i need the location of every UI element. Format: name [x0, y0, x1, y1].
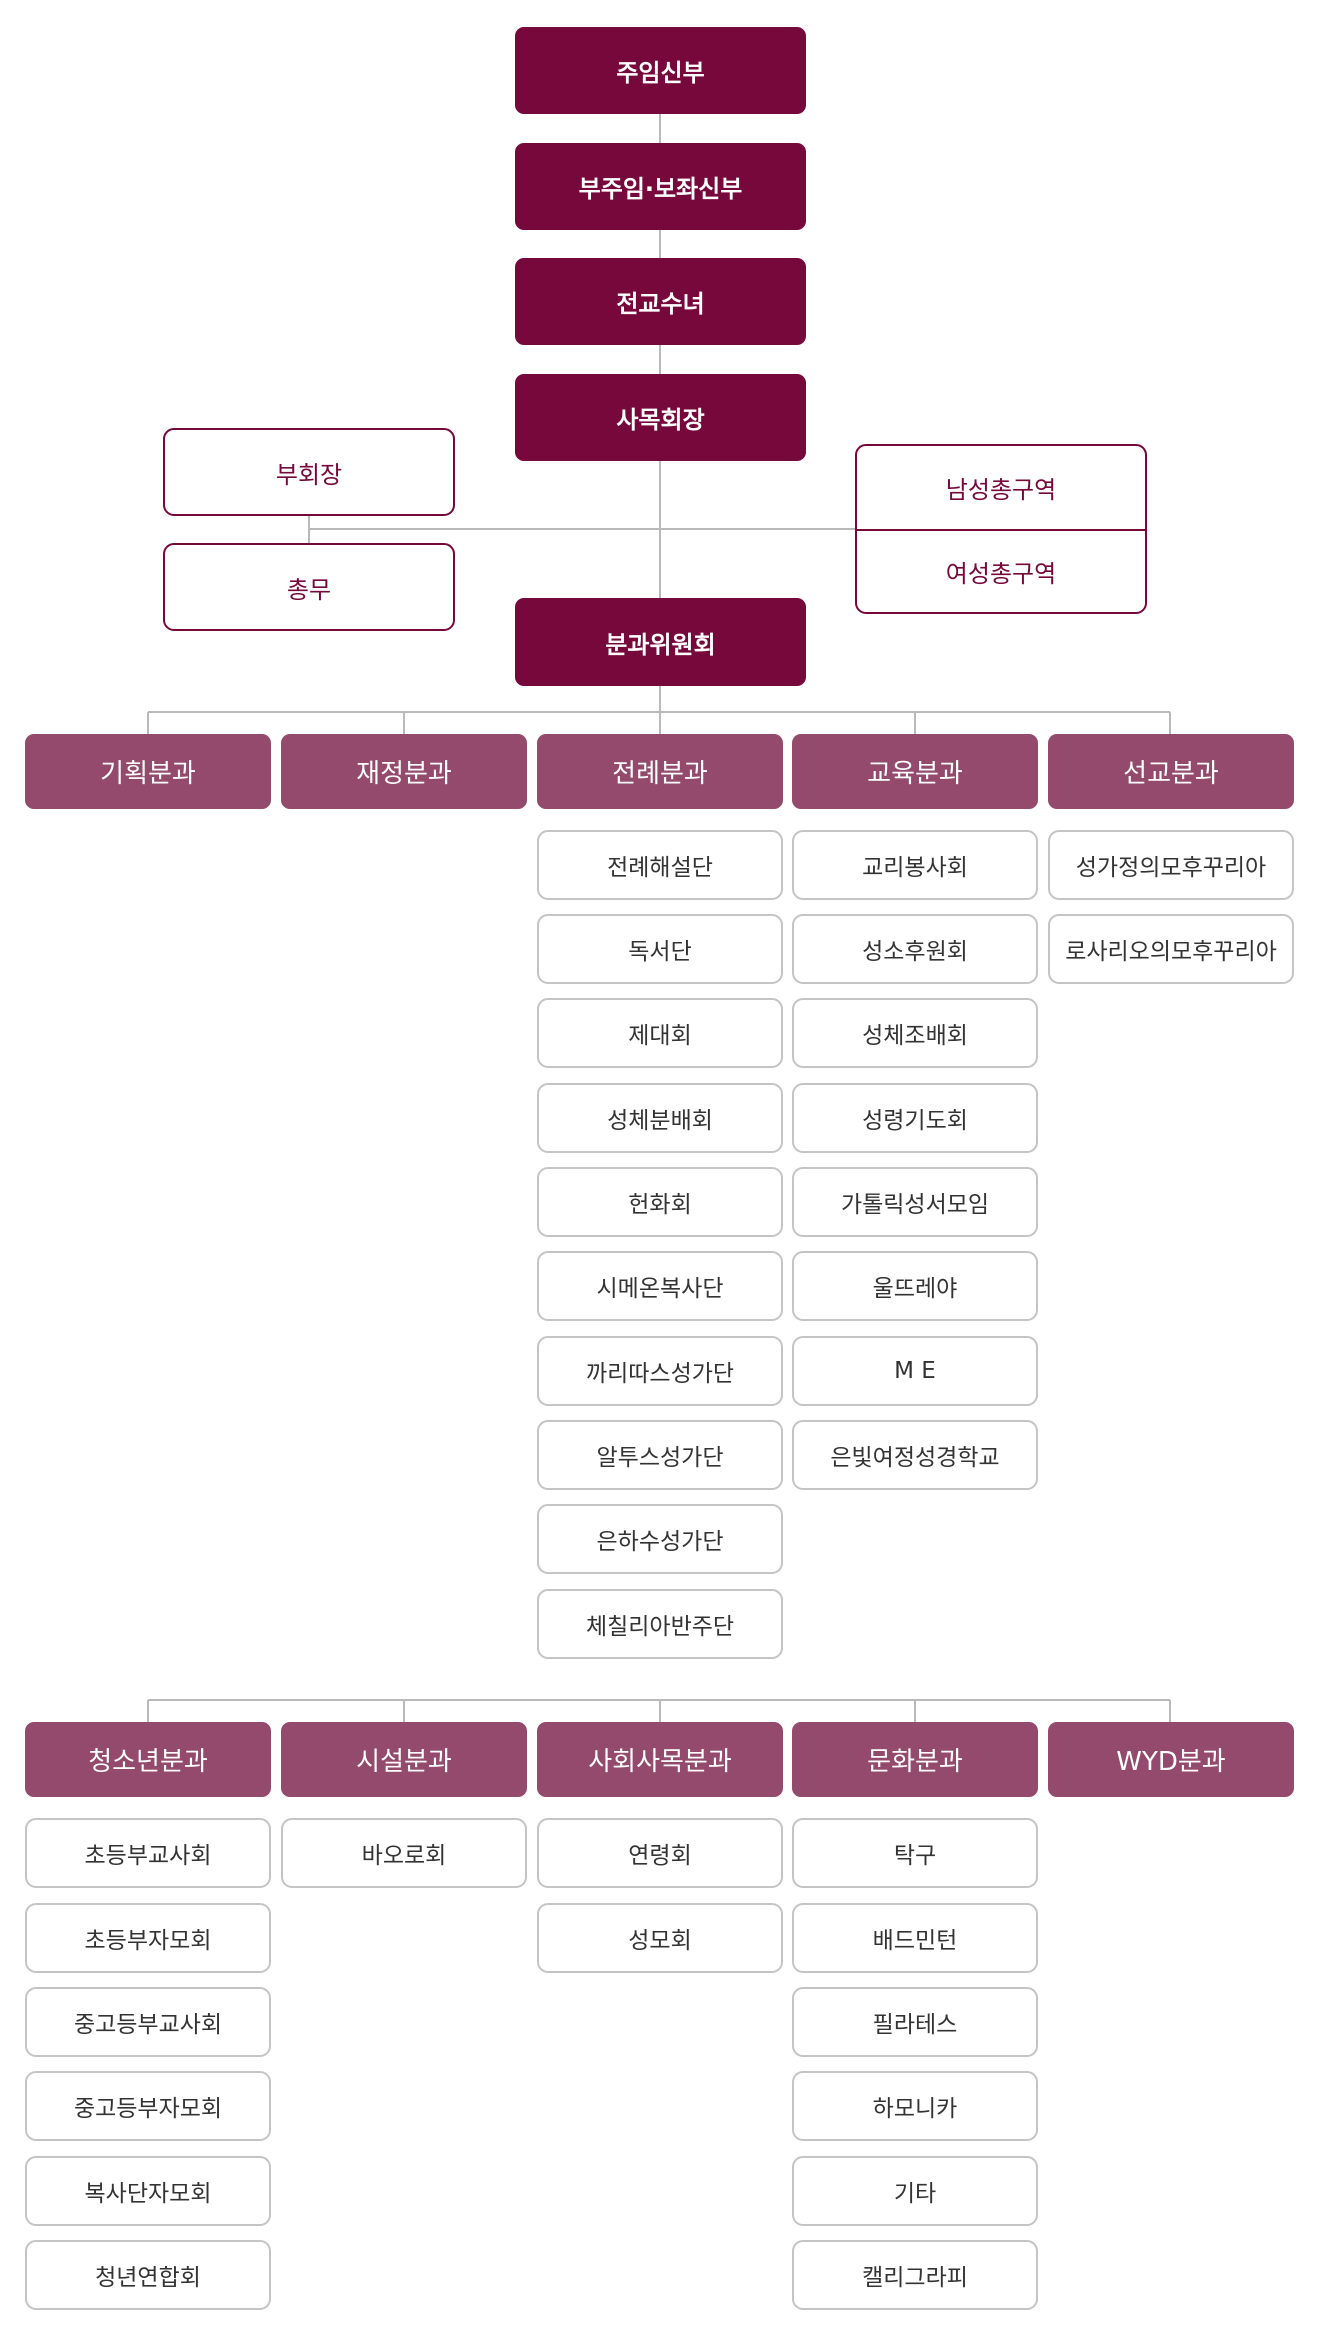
- sub-group-box: 성가정의모후꾸리아: [1048, 830, 1294, 900]
- dept-liturgy: 전례분과: [537, 734, 783, 809]
- sub-group-box: 은빛여정성경학교: [792, 1420, 1038, 1490]
- sub-group-box: 청년연합회: [25, 2240, 271, 2310]
- regions-divider: [857, 529, 1145, 531]
- sub-group-box: 가톨릭성서모임: [792, 1167, 1038, 1237]
- sub-group-box: 필라테스: [792, 1987, 1038, 2057]
- dept-wyd: WYD분과: [1048, 1722, 1294, 1797]
- sub-group-box: 기타: [792, 2156, 1038, 2226]
- dept-evangelization: 선교분과: [1048, 734, 1294, 809]
- sub-group-box: 초등부교사회: [25, 1818, 271, 1888]
- sub-group-box: 성모회: [537, 1903, 783, 1973]
- dept-social-ministry: 사회사목분과: [537, 1722, 783, 1797]
- sub-group-box: 바오로회: [281, 1818, 527, 1888]
- sub-group-box: 성소후원회: [792, 914, 1038, 984]
- leader-box-council-president: 사목회장: [515, 374, 806, 461]
- sub-group-box: 헌화회: [537, 1167, 783, 1237]
- dept-youth: 청소년분과: [25, 1722, 271, 1797]
- sub-group-box: 로사리오의모후꾸리아: [1048, 914, 1294, 984]
- sub-group-box: 중고등부교사회: [25, 1987, 271, 2057]
- regions-box: 남성총구역 여성총구역: [855, 444, 1147, 614]
- leader-box-pastor: 주임신부: [515, 27, 806, 114]
- dept-planning: 기획분과: [25, 734, 271, 809]
- women-region-label: 여성총구역: [945, 560, 1057, 588]
- sub-group-box: 성령기도회: [792, 1083, 1038, 1153]
- sub-group-box: 시메온복사단: [537, 1251, 783, 1321]
- sub-group-box: 배드민턴: [792, 1903, 1038, 1973]
- sub-group-box: 울뜨레야: [792, 1251, 1038, 1321]
- sub-group-box: 복사단자모회: [25, 2156, 271, 2226]
- sub-group-box: 알투스성가단: [537, 1420, 783, 1490]
- sub-group-box: 중고등부자모회: [25, 2071, 271, 2141]
- sub-group-box: 연령회: [537, 1818, 783, 1888]
- sub-group-box: 전례해설단: [537, 830, 783, 900]
- dept-culture: 문화분과: [792, 1722, 1038, 1797]
- vice-president-box: 부회장: [163, 428, 455, 516]
- sub-group-box: 성체조배회: [792, 998, 1038, 1068]
- men-region-label: 남성총구역: [945, 476, 1057, 504]
- sub-group-box: 탁구: [792, 1818, 1038, 1888]
- leader-box-assistant-priests: 부주임·보좌신부: [515, 143, 806, 230]
- sub-group-box: 하모니카: [792, 2071, 1038, 2141]
- secretary-box: 총무: [163, 543, 455, 631]
- sub-group-box: 성체분배회: [537, 1083, 783, 1153]
- sub-group-box: 제대회: [537, 998, 783, 1068]
- sub-group-box: 독서단: [537, 914, 783, 984]
- sub-group-box: 은하수성가단: [537, 1504, 783, 1574]
- leader-box-mission-sister: 전교수녀: [515, 258, 806, 345]
- sub-group-box: M E: [792, 1336, 1038, 1406]
- sub-group-box: 교리봉사회: [792, 830, 1038, 900]
- dept-education: 교육분과: [792, 734, 1038, 809]
- dept-facilities: 시설분과: [281, 1722, 527, 1797]
- sub-group-box: 까리따스성가단: [537, 1336, 783, 1406]
- sub-group-box: 초등부자모회: [25, 1903, 271, 1973]
- sub-group-box: 캘리그라피: [792, 2240, 1038, 2310]
- dept-finance: 재정분과: [281, 734, 527, 809]
- sub-group-box: 체칠리아반주단: [537, 1589, 783, 1659]
- committee-box: 분과위원회: [515, 598, 806, 686]
